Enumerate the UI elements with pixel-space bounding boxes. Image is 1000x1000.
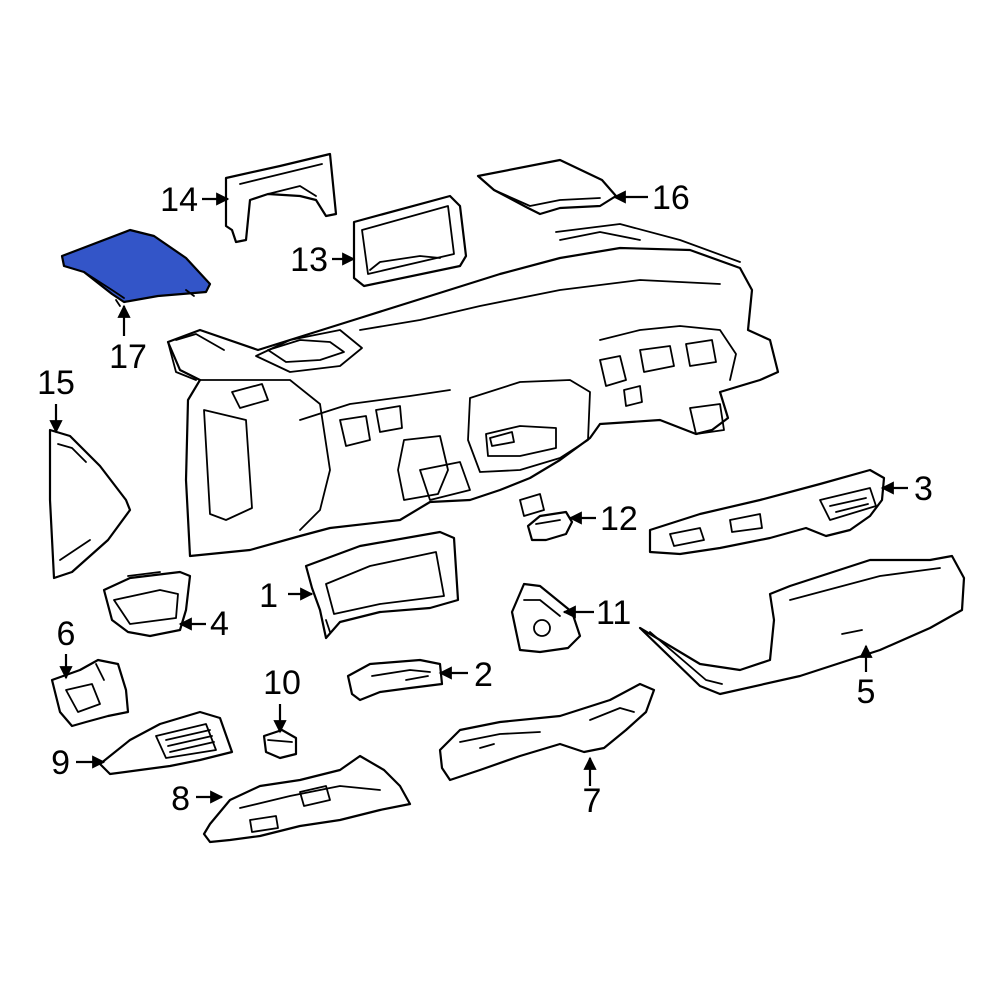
part-16-upper-cover <box>476 158 618 216</box>
callout-7: 7 <box>583 782 602 820</box>
callout-1: 1 <box>259 577 278 615</box>
part-1-cluster-bezel <box>304 530 460 640</box>
part-12-small-bracket <box>526 510 574 542</box>
callout-leaders <box>49 190 908 804</box>
callout-10: 10 <box>263 664 301 702</box>
callout-6: 6 <box>57 615 76 653</box>
part-9-vent-duct <box>98 710 234 776</box>
part-8-lower-bracket <box>202 754 412 844</box>
callout-9: 9 <box>51 744 70 782</box>
callout-3: 3 <box>914 470 933 508</box>
part-3-dash-trim <box>648 468 886 556</box>
part-4-duct <box>102 570 192 638</box>
callout-5: 5 <box>857 673 876 711</box>
callout-15: 15 <box>37 364 75 402</box>
callout-2: 2 <box>474 656 493 694</box>
part-6-cover <box>50 658 130 728</box>
callout-16: 16 <box>652 179 690 217</box>
part-7-reinforcement <box>438 682 656 782</box>
dashboard-panel <box>166 223 780 558</box>
part-15-side-panel <box>48 428 132 580</box>
part-17-highlighted-cover <box>60 228 212 307</box>
part-13-display-frame <box>352 194 468 288</box>
callout-labels: 1 2 3 4 5 6 7 8 9 10 11 12 13 14 15 16 1… <box>37 179 933 820</box>
callout-8: 8 <box>171 780 190 818</box>
callout-17: 17 <box>109 338 147 376</box>
callout-13: 13 <box>290 241 328 279</box>
callout-11: 11 <box>596 594 631 632</box>
callout-12: 12 <box>600 500 638 538</box>
part-11-switch-housing <box>510 582 582 654</box>
part-5-lower-panel <box>638 554 966 696</box>
callout-4: 4 <box>210 605 229 643</box>
part-14-bracket <box>224 152 338 244</box>
part-2-bracket <box>346 658 444 702</box>
callout-14: 14 <box>160 181 198 219</box>
part-10-clip <box>262 728 298 760</box>
